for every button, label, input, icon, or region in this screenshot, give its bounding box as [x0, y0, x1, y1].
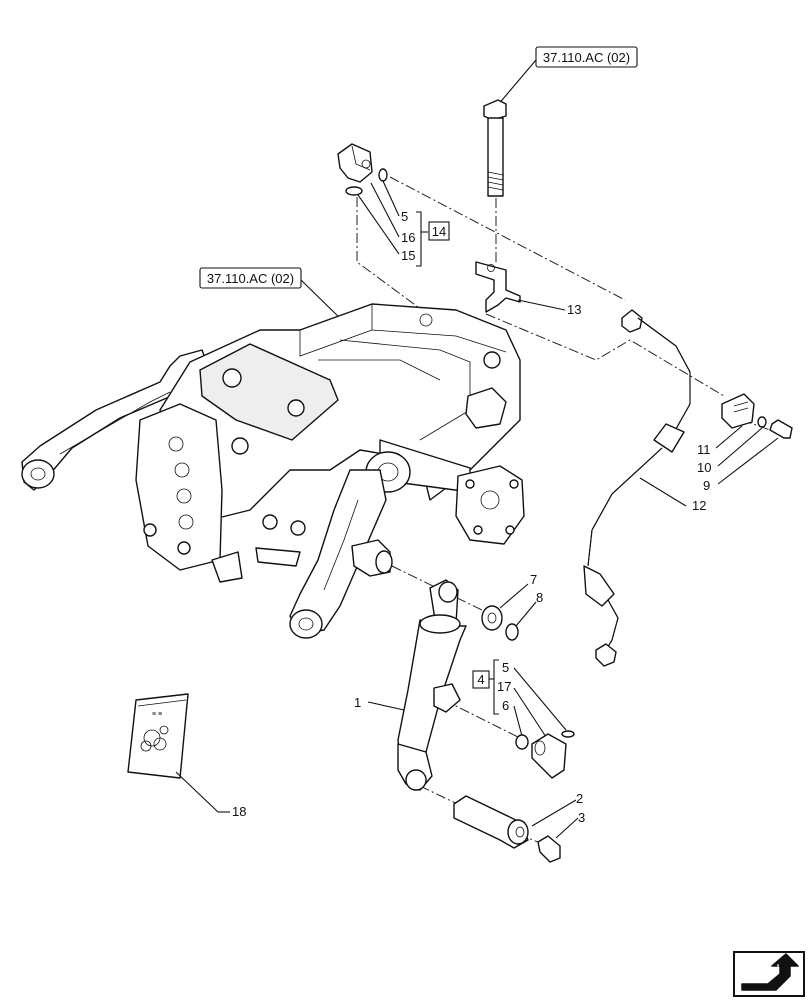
callout-8: 8 [536, 590, 543, 605]
elbow-fitting-top [337, 143, 373, 183]
top-reference-label: 37.110.AC (02) [543, 50, 630, 65]
bracket [475, 261, 521, 313]
seal-5-top [378, 168, 388, 182]
top-reference[interactable]: 37.110.AC (02) [535, 46, 638, 68]
callout-10: 10 [697, 460, 711, 475]
svg-text:≡ ≡: ≡ ≡ [152, 711, 162, 718]
washer-10 [757, 416, 767, 428]
callout-2: 2 [576, 791, 583, 806]
lift-housing [21, 303, 525, 639]
callout-1: 1 [354, 695, 361, 710]
bolt-3 [537, 835, 561, 863]
callout-4-17: 17 [497, 679, 511, 694]
housing-reference-label: 37.110.AC (02) [207, 271, 294, 286]
callout-7: 7 [530, 572, 537, 587]
bolt-9 [769, 419, 793, 439]
callout-14-5: 5 [401, 209, 408, 224]
callout-4-5: 5 [502, 660, 509, 675]
pivot-pin [453, 795, 529, 849]
seal-kit-bag-icon: ≡ ≡ [127, 693, 189, 779]
callout-3: 3 [578, 810, 585, 825]
callout-18: 18 [232, 804, 246, 819]
kit-4-box: 4 [472, 670, 490, 689]
svg-text:4: 4 [477, 672, 484, 687]
elbow-fitting-bottom [531, 733, 567, 779]
clamp [721, 393, 755, 429]
lift-cylinder [397, 579, 467, 791]
callout-9: 9 [703, 478, 710, 493]
callout-13: 13 [567, 302, 581, 317]
kit-14-box: 14 [428, 221, 450, 241]
callout-14-16: 16 [401, 230, 415, 245]
svg-text:14: 14 [432, 224, 446, 239]
seal-8 [505, 623, 519, 641]
callout-14-15: 15 [401, 248, 415, 263]
washer-7 [481, 605, 503, 631]
callout-4-6: 6 [502, 698, 509, 713]
callout-12: 12 [692, 498, 706, 513]
bolt [483, 99, 507, 197]
seal-6 [515, 734, 529, 750]
next-page-arrow-icon[interactable] [733, 951, 805, 997]
hydraulic-pipe [583, 309, 691, 667]
seal-5-bottom [561, 730, 575, 738]
seal-15 [345, 186, 363, 196]
housing-reference[interactable]: 37.110.AC (02) [199, 267, 302, 289]
callout-11: 11 [697, 442, 711, 457]
